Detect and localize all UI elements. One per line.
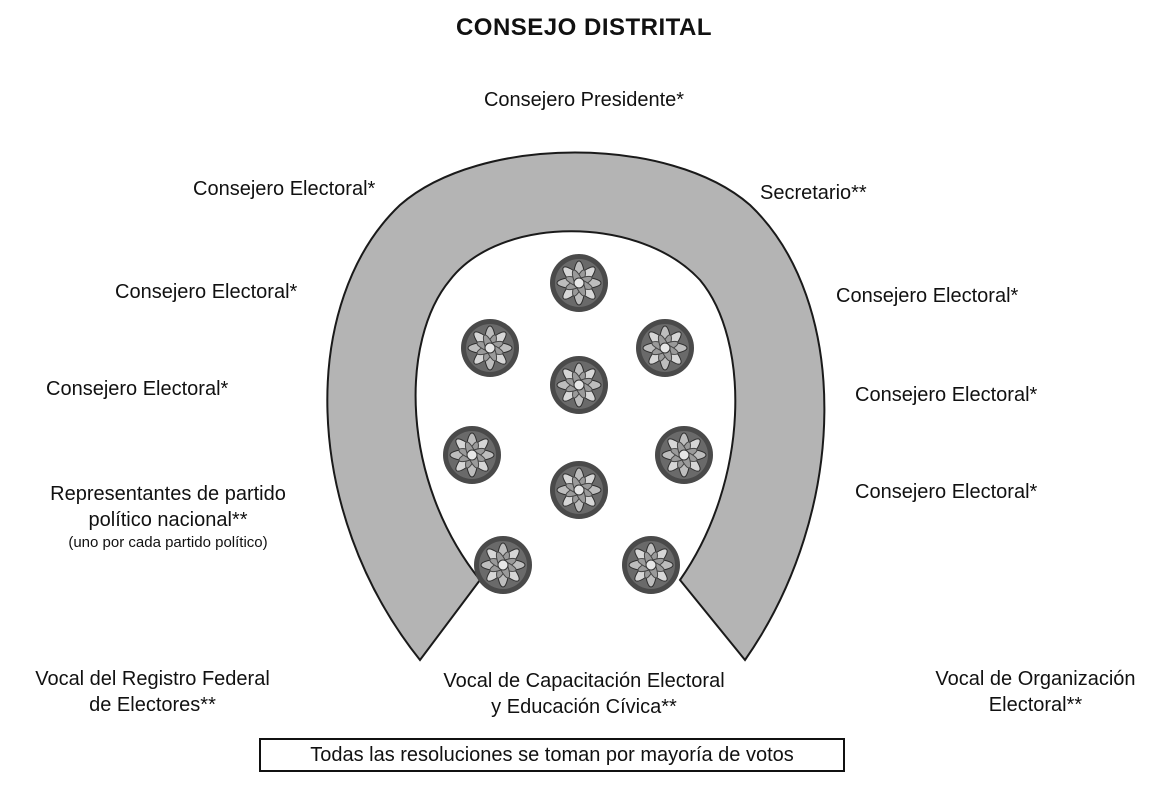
- potted-plant-icon: [460, 318, 520, 378]
- vocal-capacitacion-line-2: y Educación Cívica**: [491, 696, 677, 718]
- potted-plant-icon: [549, 253, 609, 313]
- potted-plant-icon: [549, 460, 609, 520]
- representantes-line-1: Representantes de partido: [50, 483, 286, 505]
- diagram-title: CONSEJO DISTRITAL: [455, 14, 713, 41]
- potted-plant-icon: [621, 535, 681, 595]
- label-vocal-registro: Vocal del Registro Federal de Electores*…: [5, 666, 300, 718]
- vocal-capacitacion-line-1: Vocal de Capacitación Electoral: [443, 670, 725, 692]
- representantes-note: (uno por cada partido político): [68, 534, 268, 551]
- vocal-organizacion-line-2: Electoral**: [988, 694, 1083, 716]
- representantes-line-2: político nacional**: [88, 509, 248, 531]
- label-representantes: Representantes de partido político nacio…: [18, 481, 318, 553]
- label-secretario: Secretario**: [760, 182, 867, 204]
- vocal-registro-line-2: de Electores**: [89, 694, 216, 716]
- vocal-registro-line-1: Vocal del Registro Federal: [35, 668, 270, 690]
- label-vocal-organizacion: Vocal de Organización Electoral**: [903, 666, 1168, 718]
- label-consejero-electoral-left-2: Consejero Electoral*: [115, 281, 298, 303]
- vocal-organizacion-line-1: Vocal de Organización: [935, 668, 1136, 690]
- label-consejero-electoral-right-3: Consejero Electoral*: [855, 481, 1038, 503]
- potted-plant-icon: [442, 425, 502, 485]
- horseshoe-table: [326, 151, 826, 662]
- potted-plant-icon: [654, 425, 714, 485]
- label-vocal-capacitacion: Vocal de Capacitación Electoral y Educac…: [419, 668, 749, 720]
- majority-vote-note: Todas las resoluciones se toman por mayo…: [259, 738, 845, 772]
- label-consejero-electoral-right-1: Consejero Electoral*: [836, 285, 1019, 307]
- label-consejero-presidente: Consejero Presidente*: [483, 89, 685, 111]
- potted-plant-icon: [635, 318, 695, 378]
- label-consejero-electoral-left-1: Consejero Electoral*: [193, 178, 376, 200]
- label-consejero-electoral-right-2: Consejero Electoral*: [855, 384, 1038, 406]
- label-consejero-electoral-left-3: Consejero Electoral*: [46, 378, 229, 400]
- potted-plant-icon: [549, 355, 609, 415]
- potted-plant-icon: [473, 535, 533, 595]
